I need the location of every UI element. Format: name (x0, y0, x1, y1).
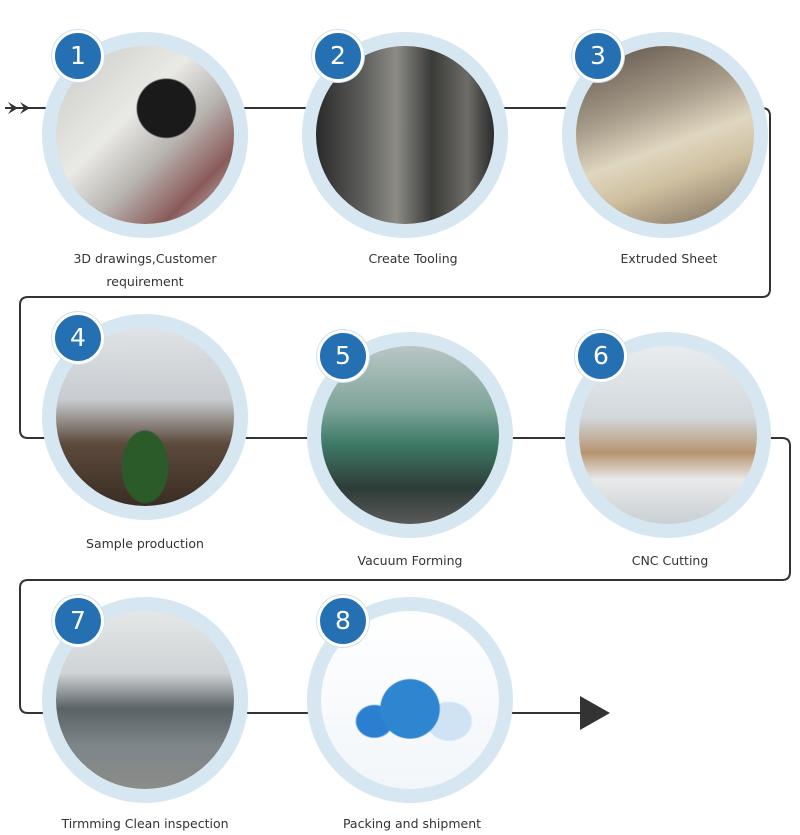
step-label: CNC Cutting (631, 553, 709, 568)
step-number-badge: 2 (312, 30, 364, 82)
step-label: Tirmming Clean inspection (61, 816, 229, 831)
step-2: 2 (302, 30, 508, 238)
step-number-badge: 5 (317, 330, 369, 382)
step-label: Extruded Sheet (620, 251, 718, 266)
step-8: 8 (307, 595, 513, 803)
step-number-badge: 8 (317, 595, 369, 647)
step-label: Create Tooling (368, 251, 458, 266)
step-number-badge: 4 (52, 312, 104, 364)
step-label: Vacuum Forming (357, 553, 463, 568)
step-number-badge: 1 (52, 30, 104, 82)
step-number-badge: 3 (572, 30, 624, 82)
end-arrow-icon (580, 696, 610, 730)
start-arrow-icon (8, 102, 30, 114)
step-label: Sample production (86, 536, 204, 551)
step-number-badge: 7 (52, 595, 104, 647)
step-number-badge: 6 (575, 330, 627, 382)
step-1: 1 (42, 30, 248, 238)
step-label: Packing and shipment (342, 816, 482, 831)
step-4: 4 (42, 312, 248, 520)
step-7: 7 (42, 595, 248, 803)
step-5: 5 (307, 330, 513, 538)
step-3: 3 (562, 30, 768, 238)
step-6: 6 (565, 330, 771, 538)
